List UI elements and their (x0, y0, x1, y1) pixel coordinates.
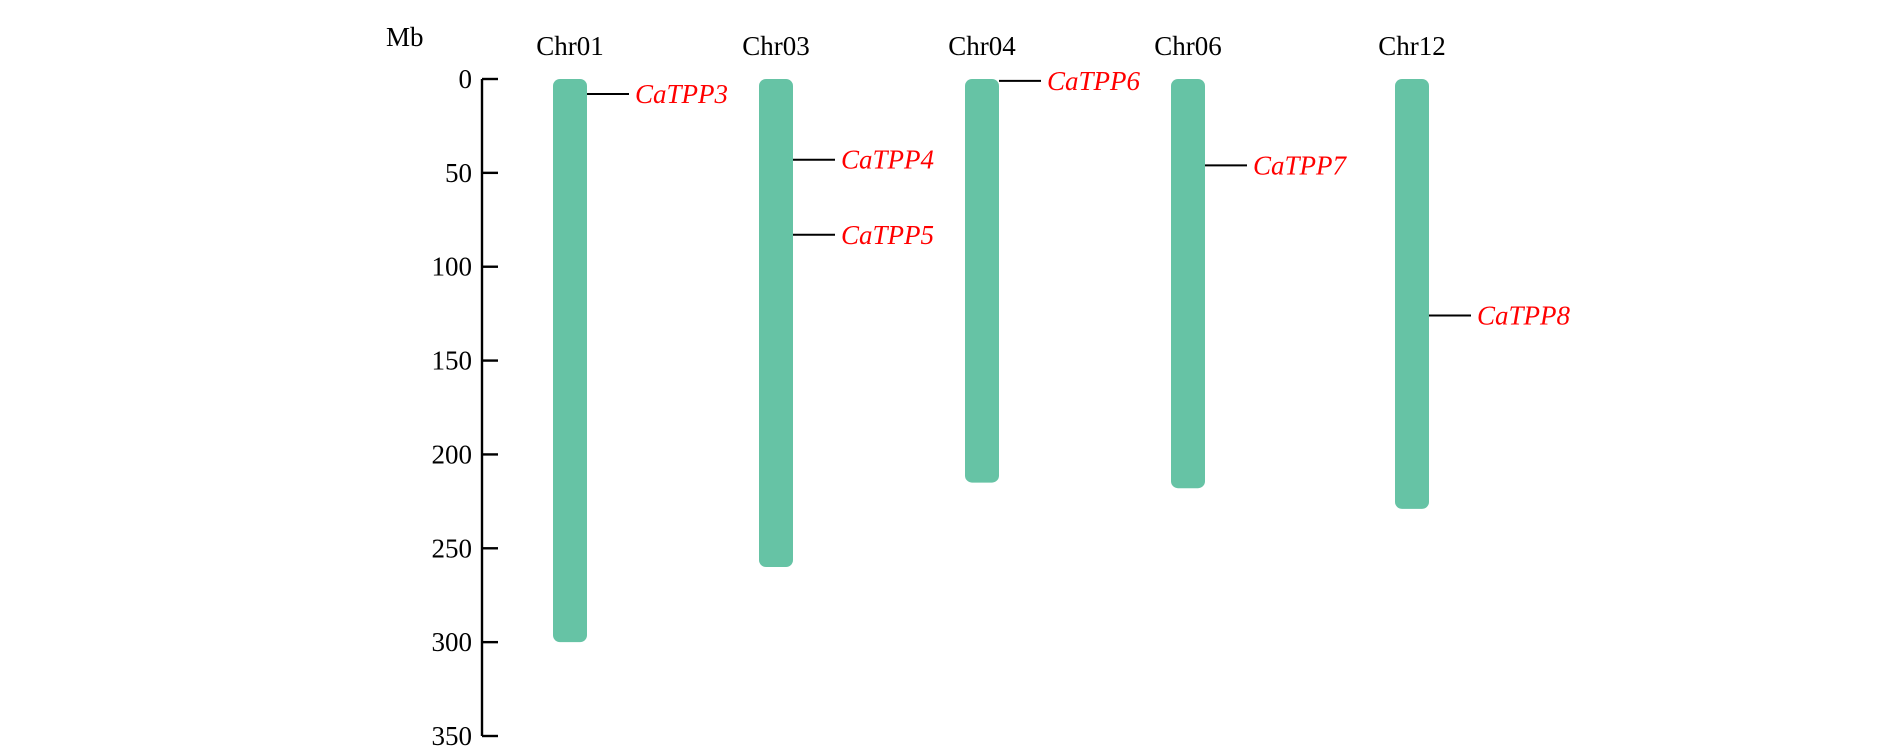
chromosome-bar (965, 79, 999, 483)
chromosome-bar (553, 79, 587, 643)
y-tick-label: 100 (432, 252, 473, 282)
y-tick-label: 150 (432, 346, 473, 376)
gene-label: CaTPP4 (841, 145, 934, 175)
gene-label: CaTPP5 (841, 220, 934, 250)
gene-label: CaTPP8 (1477, 301, 1571, 331)
y-axis: Mb 0 50 100 150 200 250 300 350 (386, 22, 498, 750)
chromosome-bar (1395, 79, 1429, 509)
y-tick-label: 200 (432, 439, 473, 469)
y-tick-label: 300 (432, 627, 473, 657)
chromosome-name: Chr03 (742, 31, 810, 61)
y-tick-label: 50 (445, 158, 472, 188)
chromosome-name: Chr01 (536, 31, 604, 61)
y-tick-label: 250 (432, 533, 473, 563)
gene-label: CaTPP3 (635, 79, 728, 109)
gene-label: CaTPP7 (1253, 150, 1348, 180)
chromosome-group: Chr01CaTPP3Chr03CaTPP4CaTPP5Chr04CaTPP6C… (536, 31, 1571, 643)
chromosome-bar (759, 79, 793, 568)
y-tick-label: 0 (459, 64, 473, 94)
chromosome-name: Chr12 (1378, 31, 1446, 61)
axis-unit-label: Mb (386, 22, 424, 52)
chromosome-name: Chr06 (1154, 31, 1222, 61)
y-tick-label: 350 (432, 721, 473, 750)
chromosome-name: Chr04 (948, 31, 1016, 61)
gene-label: CaTPP6 (1047, 66, 1141, 96)
chromosome-bar (1171, 79, 1205, 489)
